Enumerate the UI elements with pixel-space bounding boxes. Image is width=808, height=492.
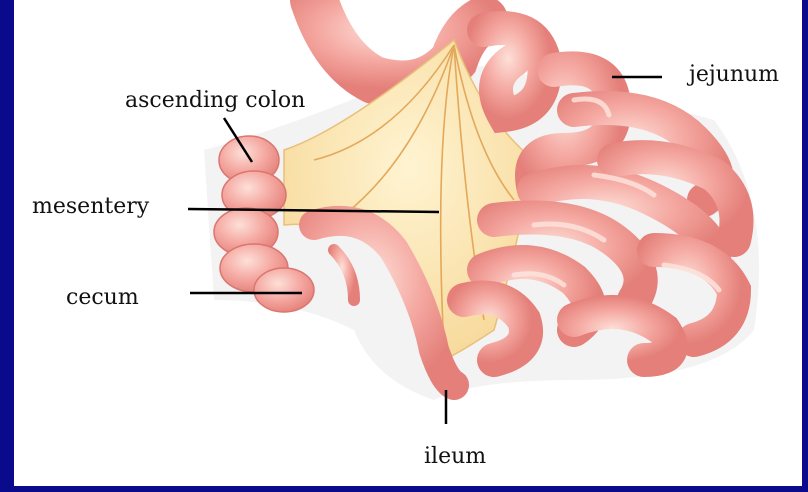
diagram-panel: ascending colon jejunum mesentery cecum …: [14, 0, 802, 486]
label-ascending-colon: ascending colon: [125, 90, 305, 112]
label-ileum: ileum: [424, 446, 486, 468]
label-cecum: cecum: [66, 287, 139, 309]
label-jejunum: jejunum: [689, 64, 779, 86]
label-mesentery: mesentery: [32, 196, 149, 218]
intestine-illustration: [14, 0, 802, 486]
